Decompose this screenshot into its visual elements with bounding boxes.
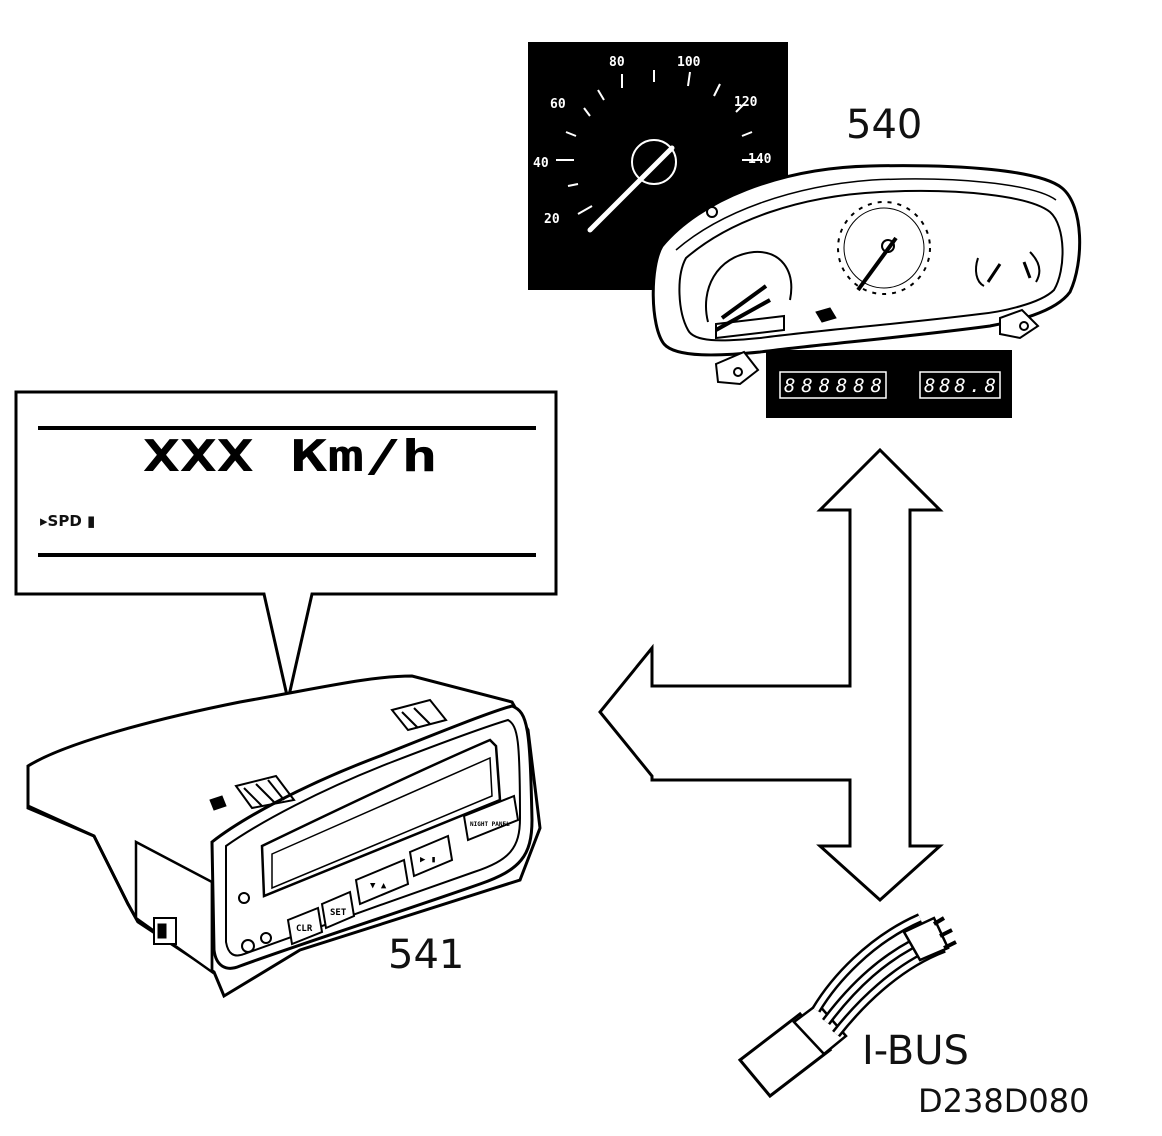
sid-display-callout: XXX Km/h ▸SPD ▮ xyxy=(14,390,558,701)
ibus-connector xyxy=(737,913,957,1099)
tick-label: 20 xyxy=(544,212,560,227)
tick-label: 60 xyxy=(550,97,566,112)
night-panel-button-label: NIGHT PANEL xyxy=(470,821,510,828)
play-button[interactable]: ▶ ▮ xyxy=(408,834,454,878)
sid-speed-text: XXX Km/h xyxy=(143,431,438,482)
label-541: 541 xyxy=(388,932,464,978)
label-ibus: I-BUS xyxy=(862,1028,969,1074)
tick-label: 80 xyxy=(609,55,625,70)
set-button[interactable]: SET xyxy=(320,890,356,930)
sid-unit xyxy=(26,674,542,999)
up-down-button-label: ▼ ▲ xyxy=(370,881,387,891)
sid-function-indicator: ▸SPD ▮ xyxy=(40,512,95,530)
play-button-label: ▶ ▮ xyxy=(420,855,436,865)
set-button-label: SET xyxy=(330,908,347,918)
tick-label: 100 xyxy=(677,55,701,70)
trip-digits: 888.8 xyxy=(924,375,996,397)
data-flow-arrows xyxy=(598,447,944,903)
clr-button-label: CLR xyxy=(296,924,313,934)
sid-buttons: CLR SET ▼ ▲ ▶ ▮ NIGHT PANEL xyxy=(286,794,520,946)
label-540: 540 xyxy=(846,102,922,148)
tick-label: 40 xyxy=(533,156,549,171)
speedometer-needle xyxy=(587,145,675,233)
speedometer-panel: 20 40 60 80 100 120 140 xyxy=(528,42,788,290)
tick-label: 140 xyxy=(748,152,772,167)
night-panel-button[interactable]: NIGHT PANEL xyxy=(462,794,520,842)
tick-label: 120 xyxy=(734,95,758,110)
speedometer-tick-labels: 20 40 60 80 100 120 140 xyxy=(533,55,772,227)
instrument-cluster xyxy=(651,164,1082,386)
up-down-button[interactable]: ▼ ▲ xyxy=(354,858,410,906)
figure-id: D238D080 xyxy=(918,1082,1089,1120)
cluster-odometer-display: 888888 888.8 xyxy=(766,350,1012,418)
clr-button[interactable]: CLR xyxy=(286,906,324,946)
